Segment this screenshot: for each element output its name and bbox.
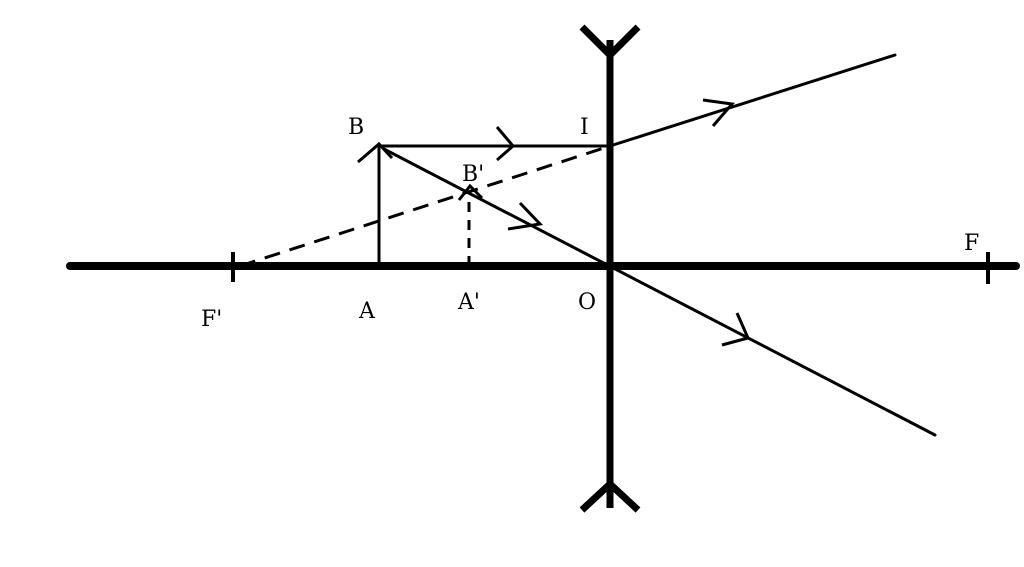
label-b: B <box>348 115 364 140</box>
label-o: O <box>578 290 596 315</box>
label-f-prime: F' <box>201 307 222 332</box>
ray-through-center <box>382 147 937 437</box>
lens-bottom-end <box>579 479 641 513</box>
label-f: F <box>964 231 979 256</box>
label-a: A <box>358 299 376 324</box>
label-a-prime: A' <box>457 290 480 315</box>
object-arrow <box>357 141 394 268</box>
label-i: I <box>580 115 589 140</box>
ray-refracted-upper-arrow <box>702 98 735 127</box>
image-arrowhead <box>457 183 484 201</box>
object-arrowhead <box>357 141 394 164</box>
image-arrow <box>457 183 484 266</box>
diverging-lens <box>579 24 641 513</box>
label-b-prime: B' <box>462 162 484 187</box>
lens-top-end <box>579 24 641 60</box>
ray-center-arrow-upper <box>507 201 544 231</box>
ray-center-arrow-lower <box>721 312 751 347</box>
ray-parallel-arrow <box>495 126 516 162</box>
ray-refracted-upper <box>608 53 897 148</box>
ray-virtual-extension <box>239 146 605 268</box>
